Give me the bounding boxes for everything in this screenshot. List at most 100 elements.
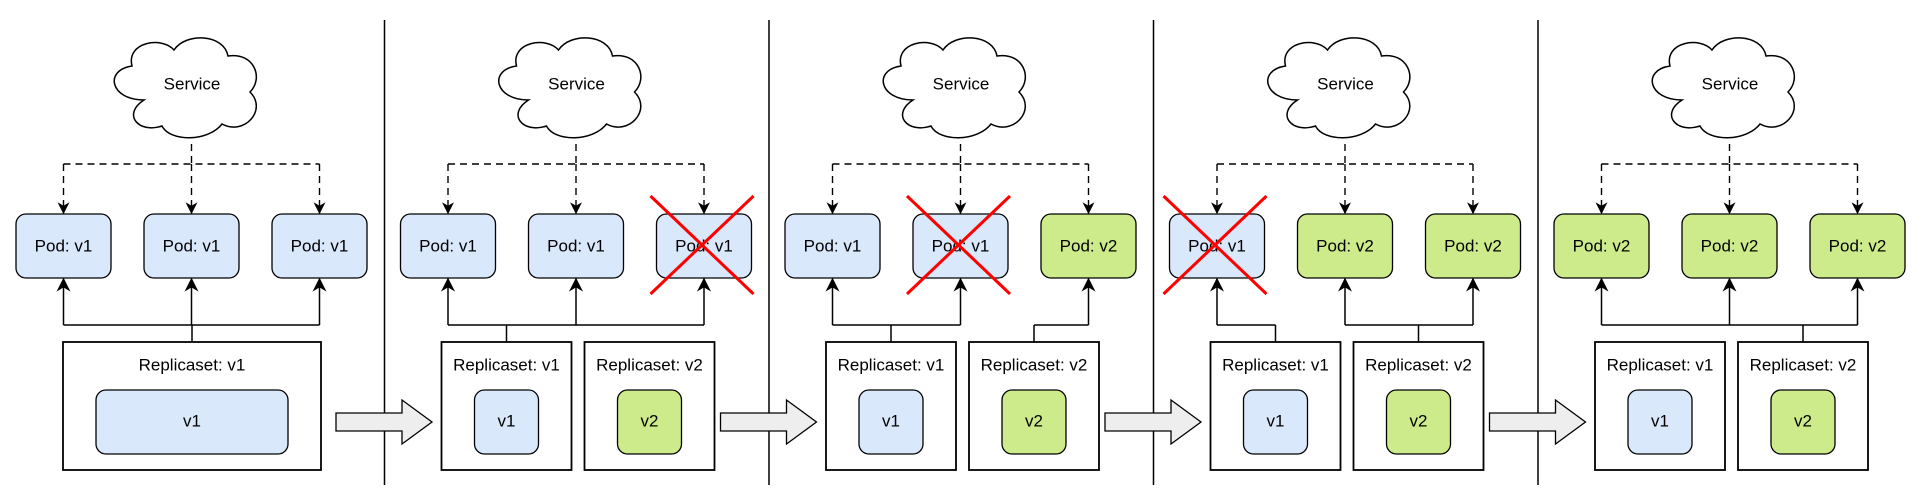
service-links [57,144,326,215]
template-box [1001,389,1067,455]
replicaset-label: Replicaset: v1 [838,355,945,374]
template-label: v2 [1410,411,1428,430]
template-box [473,389,540,455]
pod-label: Pod: v2 [1060,236,1118,255]
template-box [616,389,683,455]
pod-1: Pod: v1 [784,213,881,279]
cloud-icon [1651,37,1796,139]
pod-1: Pod: v1 [15,213,112,279]
pod-1: Pod: v2 [1553,213,1650,279]
replicasets: Replicaset: v1 v1 [56,277,327,471]
replicaset-label: Replicaset: v1 [453,355,560,374]
pod-label: Pod: v1 [35,236,93,255]
cloud-icon [882,37,1027,139]
template-box [1242,389,1309,455]
service-cloud: Service [498,37,642,139]
service-cloud: Service [1651,37,1796,139]
service-cloud: Service [1267,37,1411,139]
template-label: v1 [183,411,201,430]
owner-links [1594,277,1865,342]
pod-2: Pod: v2 [1681,213,1778,279]
pod-2: Pod: v2 [1296,213,1394,279]
deleted-cross-icon [649,194,755,296]
transition-arrow-icon [335,398,434,446]
template-label: v1 [1267,411,1285,430]
service-links [826,144,1095,215]
owner-links [441,277,711,342]
template-box [858,389,924,455]
pod-label: Pod: v1 [163,236,221,255]
pod-1: Pod: v1 [399,213,497,279]
pod-label: Pod: v1 [804,236,862,255]
pod-1: Pod: v1 [1162,194,1268,296]
service-label: Service [548,74,605,93]
pod-label: Pod: v2 [1573,236,1631,255]
owner-links [56,277,327,342]
template-box [1385,389,1452,455]
template-box [95,389,289,455]
transition-arrow-icon [719,398,818,446]
template-box [1770,389,1836,455]
cloud-icon [1267,37,1411,139]
pod-2: Pod: v1 [143,213,240,279]
pod-label: Pod: v1 [419,236,477,255]
pod-2: Pod: v1 [905,194,1012,296]
replicaset-label: Replicaset: v1 [1607,355,1714,374]
pod-label: Pod: v2 [1444,236,1502,255]
replicaset-label: Replicaset: v2 [1365,355,1472,374]
pod-3: Pod: v1 [649,194,755,296]
replicaset-2: Replicaset: v2 v2 [1737,341,1869,471]
pod-label: Pod: v1 [547,236,605,255]
transition-arrow-icon [1104,398,1203,446]
replicaset-2: Replicaset: v2 v2 [968,341,1100,471]
replicaset-1: Replicaset: v1 v1 [440,341,573,471]
template-label: v2 [1794,411,1812,430]
pod-3: Pod: v2 [1809,213,1906,279]
template-box [1627,389,1693,455]
pod-3: Pod: v2 [1040,213,1137,279]
pod-label: Pod: v2 [1316,236,1374,255]
pod-label: Pod: v2 [1829,236,1887,255]
pod-3: Pod: v1 [271,213,368,279]
template-label: v2 [1025,411,1043,430]
replicaset-1: Replicaset: v1 v1 [62,341,322,471]
cloud-icon [498,37,642,139]
service-cloud: Service [113,37,258,139]
replicaset-label: Replicaset: v1 [139,355,246,374]
pod-label: Pod: v1 [291,236,349,255]
service-label: Service [164,74,221,93]
service-cloud: Service [882,37,1027,139]
service-label: Service [1317,74,1374,93]
replicaset-1: Replicaset: v1 v1 [825,341,957,471]
replicaset-label: Replicaset: v2 [1750,355,1857,374]
owner-links [825,277,1096,342]
transition-arrow-icon [1488,398,1587,446]
service-links [1211,144,1479,215]
replicaset-label: Replicaset: v1 [1222,355,1329,374]
pod-3: Pod: v2 [1424,213,1522,279]
cloud-icon [113,37,258,139]
deleted-cross-icon [905,194,1012,296]
pod-2: Pod: v1 [527,213,625,279]
template-label: v1 [498,411,516,430]
replicaset-2: Replicaset: v2 v2 [1352,341,1485,471]
replicasets: Replicaset: v1 v1 Replicaset: v2 v2 [1209,277,1485,471]
service-links [442,144,710,215]
replicaset-label: Replicaset: v2 [981,355,1088,374]
replicasets: Replicaset: v1 v1 Replicaset: v2 v2 [825,277,1100,471]
replicaset-1: Replicaset: v1 v1 [1209,341,1342,471]
owner-links [1210,277,1480,342]
service-label: Service [933,74,990,93]
template-label: v2 [641,411,659,430]
template-label: v1 [882,411,900,430]
